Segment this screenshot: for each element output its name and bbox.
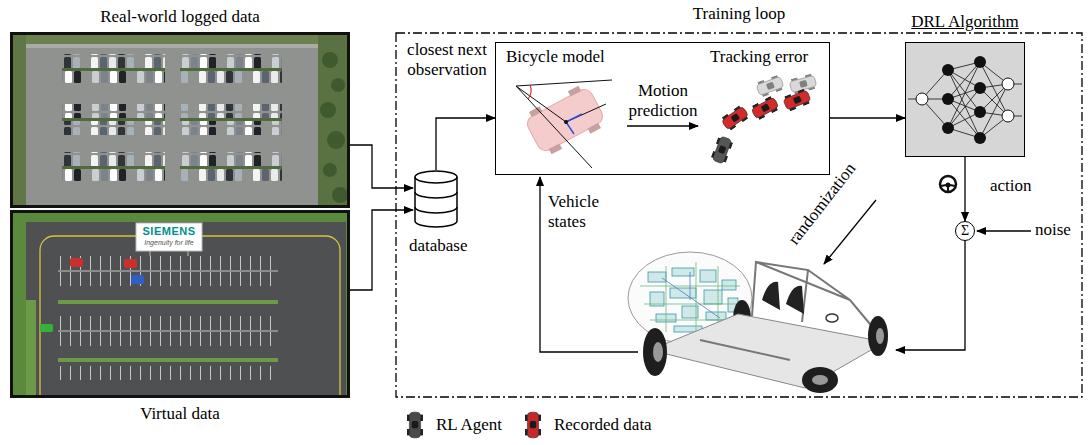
- prediction-arrow: [627, 125, 698, 126]
- aerial-photo: [10, 32, 350, 208]
- legend-text: Recorded data: [554, 415, 652, 435]
- vehicle-model: [628, 252, 888, 393]
- training-loop-frame: Training loopdatabaseBicycle modelMotion…: [395, 32, 1083, 398]
- neural-network: [905, 42, 1025, 157]
- sign-text: Ingenuity for life: [139, 239, 199, 247]
- panel-heading: Virtual data: [13, 404, 347, 424]
- cylinder-outline: [413, 170, 459, 228]
- sum-junction: Σ: [955, 221, 975, 241]
- tracking-error-figure: [710, 73, 817, 165]
- drl-box: DRL Algorithm: [905, 42, 1025, 157]
- legend-icon: [524, 411, 542, 439]
- legend-item: Recorded data: [524, 411, 652, 439]
- block-title: Tracking error: [710, 47, 808, 67]
- photo-panel: Real-world logged data: [10, 32, 350, 208]
- bicycle-model-figure: [516, 80, 612, 168]
- connector-arrow: [830, 117, 905, 118]
- block-title: Bicycle model: [506, 47, 605, 67]
- database-cylinder: database: [413, 170, 459, 228]
- virtual-photo: [10, 210, 350, 398]
- arrow-label: Vehicle states: [548, 192, 620, 231]
- dash-dot-frame: [395, 32, 1083, 398]
- connector-arrow: [964, 157, 965, 221]
- input-label: noise: [1035, 220, 1071, 240]
- edge-label: action: [990, 176, 1032, 196]
- connector-arrow: [436, 118, 495, 170]
- legend-icon: [406, 411, 424, 439]
- legend-item: RL Agent: [406, 411, 502, 439]
- block-title: DRL Algorithm: [906, 12, 1024, 32]
- sign-text: SIEMENS: [139, 225, 199, 238]
- steering-wheel-icon: [940, 176, 956, 192]
- photo-panel: Virtual data: [10, 210, 350, 398]
- annotation: randomization: [780, 154, 863, 253]
- sum-symbol: Σ: [956, 222, 974, 240]
- loop-arrows: [540, 177, 1031, 352]
- edge-label: closest next observation: [397, 40, 497, 79]
- step-label: Motion prediction: [623, 81, 703, 120]
- connector-arrow: [350, 210, 413, 290]
- legend-text: RL Agent: [436, 415, 502, 435]
- database-label: database: [409, 236, 468, 256]
- connector-arrow: [350, 145, 413, 188]
- legend: RL Agent Recorded data: [406, 411, 674, 439]
- panel-heading: Real-world logged data: [13, 7, 347, 27]
- model-box: Bicycle modelMotion prediction Tracking e…: [495, 42, 830, 175]
